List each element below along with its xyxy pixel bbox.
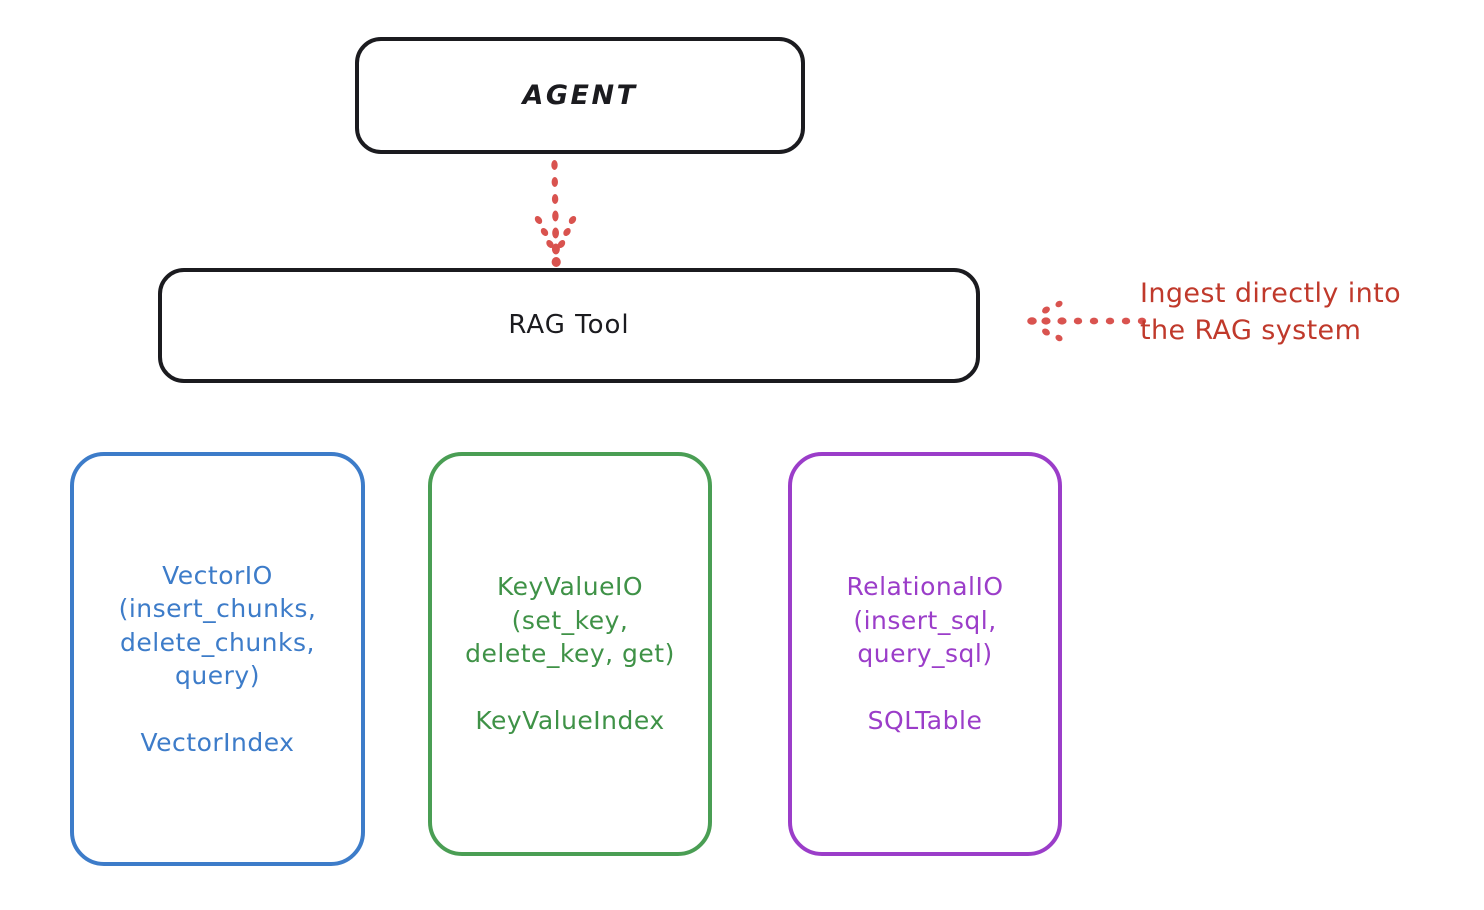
node-agent-label: AGENT: [522, 79, 638, 111]
node-relational-io-label: RelationalIO (insert_sql, query_sql) SQL…: [846, 572, 1004, 736]
node-vector-io-label: VectorIO (insert_chunks, delete_chunks, …: [118, 560, 317, 758]
arrow-agent-to-rag-tool: [534, 160, 577, 267]
arrow-ingest-to-rag-tool: [1027, 300, 1147, 342]
annotation-ingest-directly: Ingest directly into the RAG system: [1140, 278, 1402, 346]
node-relational-io[interactable]: RelationalIO (insert_sql, query_sql) SQL…: [788, 452, 1062, 856]
node-key-value-io[interactable]: KeyValueIO (set_key, delete_key, get) Ke…: [428, 452, 712, 856]
node-vector-io[interactable]: VectorIO (insert_chunks, delete_chunks, …: [70, 452, 365, 866]
node-key-value-io-label: KeyValueIO (set_key, delete_key, get) Ke…: [465, 572, 675, 736]
node-agent[interactable]: AGENT: [355, 37, 805, 154]
node-rag-tool-label: RAG Tool: [508, 310, 630, 341]
node-rag-tool[interactable]: RAG Tool: [158, 268, 980, 383]
